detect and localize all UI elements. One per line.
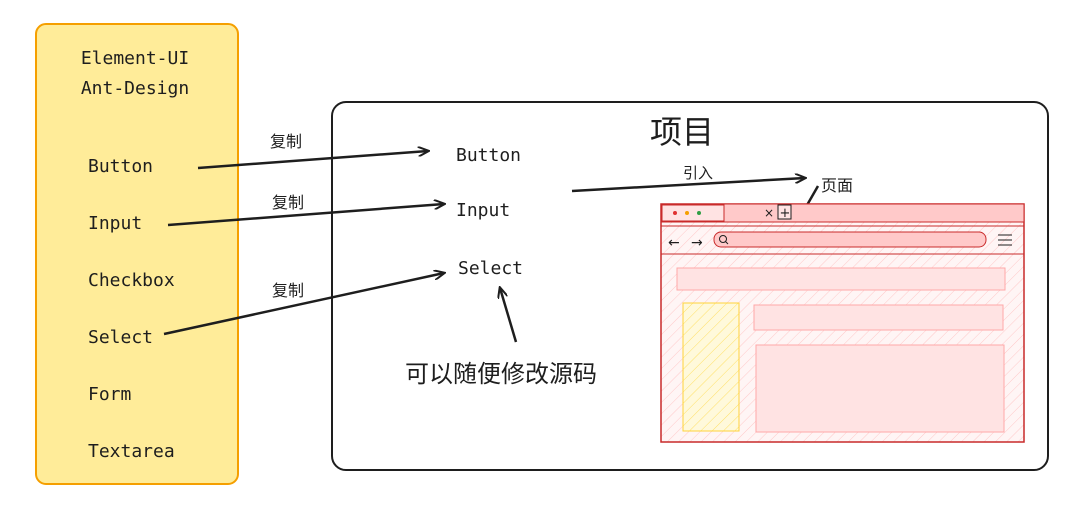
copy-arrow-button [197,151,428,170]
library-item-button: Button [88,156,153,177]
window-minimize-dot-icon [685,211,689,215]
library-item-textarea: Textarea [88,441,175,462]
library-item-select: Select [88,327,153,348]
library-title-ant-design: Ant-Design [81,78,189,99]
library-panel: Element-UI Ant-Design Button Input Check… [35,23,239,485]
copy-arrow-select [163,273,444,336]
browser-active-tab [661,204,725,222]
menu-icon [998,234,1012,246]
library-title-element-ui: Element-UI [81,48,189,69]
page-sidebar-block [682,302,740,432]
forward-arrow-icon: → [691,235,703,251]
page-toolbar-block [753,304,1004,331]
search-icon [719,235,727,243]
copy-arrow-input [167,204,444,227]
page-label: 页面 [821,176,853,195]
copy-label-select: 复制 [272,281,304,300]
browser-mockup: × + ← → [660,203,1025,443]
import-arrow [571,178,805,193]
copy-label-input: 复制 [272,193,304,212]
project-note: 可以随便修改源码 [405,360,597,388]
project-component-button: Button [456,145,521,166]
browser-tab-bar [660,203,1025,223]
project-container: 项目 Button Input Select 可以随便修改源码 页面 [331,101,1049,471]
new-tab-plus-icon: + [780,206,791,221]
import-label: 引入 [683,164,713,182]
page-header-block [676,267,1006,291]
new-tab-button [777,204,792,220]
project-title: 项目 [650,113,714,151]
library-item-form: Form [88,384,131,405]
address-bar [713,231,987,248]
tab-close-icon: × [764,206,774,220]
window-close-dot-icon [673,211,677,215]
library-item-checkbox: Checkbox [88,270,175,291]
note-arrow [500,288,518,343]
back-arrow-icon: ← [668,235,680,251]
project-component-input: Input [456,200,510,221]
page-content-block [755,344,1005,433]
window-maximize-dot-icon [697,211,701,215]
project-component-select: Select [458,258,523,279]
copy-label-button: 复制 [270,132,302,151]
library-item-input: Input [88,213,142,234]
